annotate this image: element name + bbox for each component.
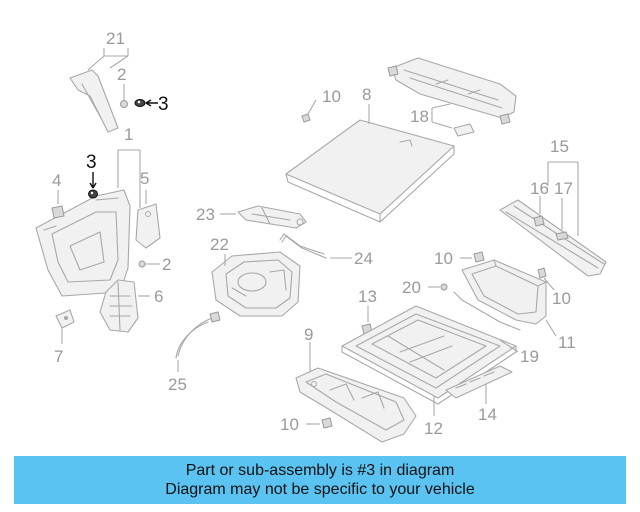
clip-2-upper — [120, 100, 128, 108]
quarter-trim-panel-1 — [35, 189, 131, 297]
callout-15: 15 — [550, 137, 569, 156]
retainer-3-lower — [88, 189, 98, 199]
clip-2-lower — [138, 260, 151, 268]
callout-19: 19 — [520, 347, 539, 366]
callout-2-lower: 2 — [162, 255, 171, 274]
parts-diagram: 21 2 3 1 3 4 5 2 — [35, 29, 607, 443]
callout-2-upper: 2 — [117, 65, 126, 84]
callout-16: 16 — [530, 179, 549, 198]
step-plate-14 — [445, 365, 513, 399]
callout-10-bottom: 10 — [280, 415, 299, 434]
clip-10-bottom — [321, 417, 333, 429]
retainer-3-upper — [134, 99, 146, 107]
callout-7: 7 — [54, 347, 63, 366]
leader-1 — [117, 149, 141, 208]
cable-25 — [175, 311, 221, 359]
rear-panel-9 — [295, 367, 417, 443]
clip-4 — [51, 205, 65, 219]
callout-18: 18 — [410, 107, 429, 126]
leader-10-top — [307, 99, 317, 115]
callout-11: 11 — [558, 333, 576, 352]
clip-20 — [440, 283, 448, 291]
callout-4: 4 — [52, 171, 61, 190]
leader-18 — [431, 103, 453, 129]
callout-9: 9 — [304, 325, 313, 344]
callout-13: 13 — [358, 287, 377, 306]
hook-7 — [55, 309, 75, 329]
leader-10-right-lower — [543, 277, 555, 291]
jack-handle-24 — [279, 233, 327, 259]
callout-12: 12 — [424, 419, 443, 438]
jack-23 — [237, 205, 307, 229]
sill-plate-15 — [499, 199, 607, 277]
floor-board-8 — [285, 119, 455, 223]
storage-box-11 — [461, 259, 547, 325]
leader-19 — [499, 339, 519, 353]
spare-tire-tray-22 — [211, 251, 301, 317]
leader-21 — [87, 48, 129, 71]
leader-15 — [547, 161, 579, 236]
callout-8: 8 — [362, 85, 371, 104]
tonneau-handle-18 — [453, 123, 475, 137]
callout-10-right-upper: 10 — [434, 249, 453, 268]
info-banner: Part or sub-assembly is #3 in diagram Di… — [14, 456, 626, 504]
banner-line-1: Part or sub-assembly is #3 in diagram — [185, 462, 455, 479]
callout-25: 25 — [168, 375, 187, 394]
rod-19 — [453, 291, 521, 331]
leader-3-upper — [145, 99, 158, 107]
leader-3-lower — [89, 172, 97, 189]
pillar-trim-21 — [69, 69, 119, 133]
callout-10-right-lower: 10 — [552, 289, 571, 308]
tonneau-cover-18 — [387, 57, 517, 125]
cover-5 — [135, 203, 161, 249]
callout-24: 24 — [354, 249, 373, 268]
leader-11 — [545, 319, 557, 337]
bracket-6 — [99, 279, 139, 333]
callout-6: 6 — [154, 287, 163, 306]
callout-3-upper: 3 — [158, 94, 169, 115]
callout-23: 23 — [196, 205, 215, 224]
clip-10-top — [301, 113, 311, 123]
callout-14: 14 — [478, 405, 497, 424]
clip-10-right-lower — [537, 267, 547, 279]
callout-22: 22 — [210, 235, 229, 254]
callout-3-lower: 3 — [86, 152, 97, 173]
callout-1: 1 — [124, 125, 133, 144]
callout-21: 21 — [106, 29, 125, 48]
cargo-frame-19 — [341, 305, 517, 405]
callout-10-top: 10 — [322, 87, 341, 106]
callout-5: 5 — [140, 169, 149, 188]
clip-10-right-upper — [473, 251, 485, 263]
banner-line-2: Diagram may not be specific to your vehi… — [165, 481, 475, 498]
callout-20: 20 — [402, 278, 421, 297]
callout-17: 17 — [554, 179, 573, 198]
